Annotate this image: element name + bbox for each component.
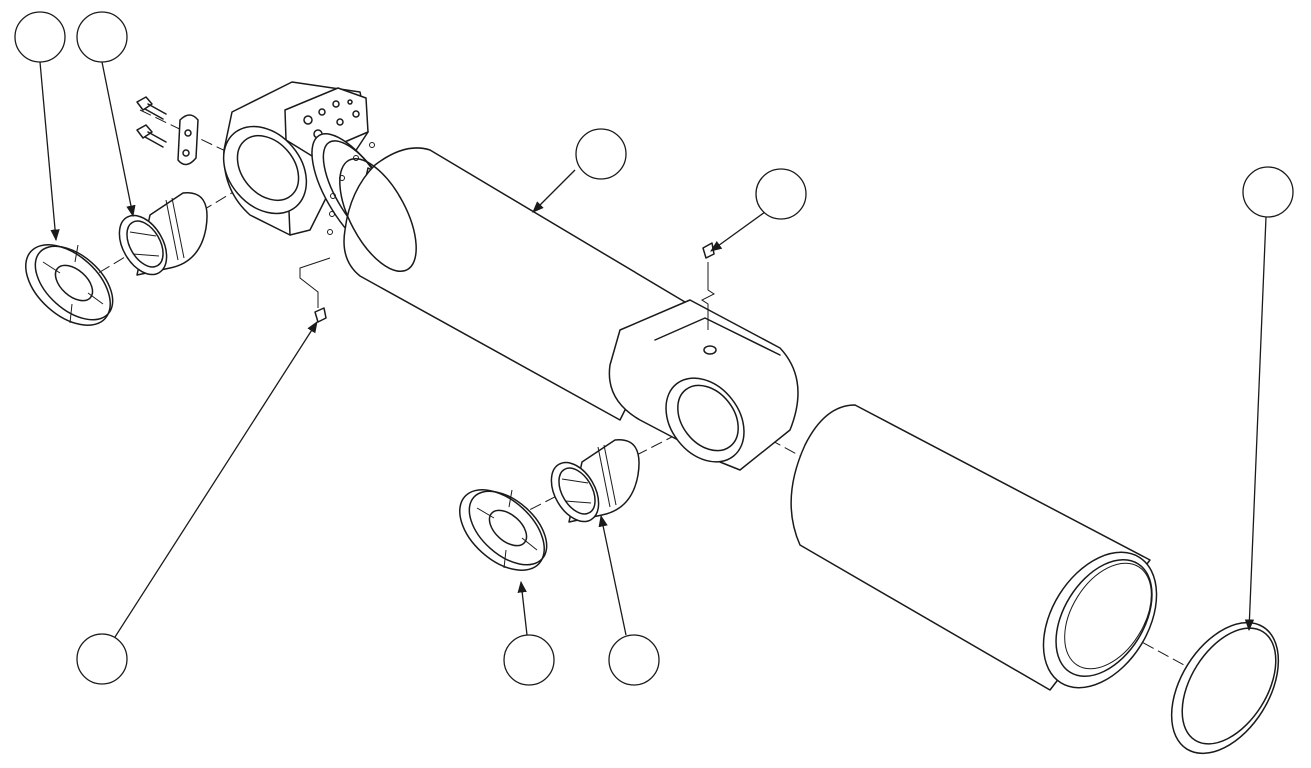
end-ring [1170,621,1280,755]
callout-bubble-1 [14,11,66,63]
callout-bubble-8 [608,634,660,686]
grease-nipple-top [701,242,715,330]
grease-nipple-left [299,257,331,323]
rod-end-eye [608,299,799,471]
callout-bubble-3 [575,128,627,180]
cylinder-head [222,81,369,236]
thrust-washer-left [25,244,114,326]
leader-lines [39,61,1267,638]
bolts-and-lock-plate [136,96,199,166]
bushing-left [118,192,208,276]
thrust-washer-right [459,489,548,571]
callout-bubble-6 [76,633,128,685]
protective-tube [790,404,1158,691]
callout-bubble-2 [76,11,128,63]
bushing-right [550,439,640,523]
callout-bubble-5 [1242,166,1294,218]
callout-bubble-7 [503,634,555,686]
callout-bubble-4 [755,168,807,220]
